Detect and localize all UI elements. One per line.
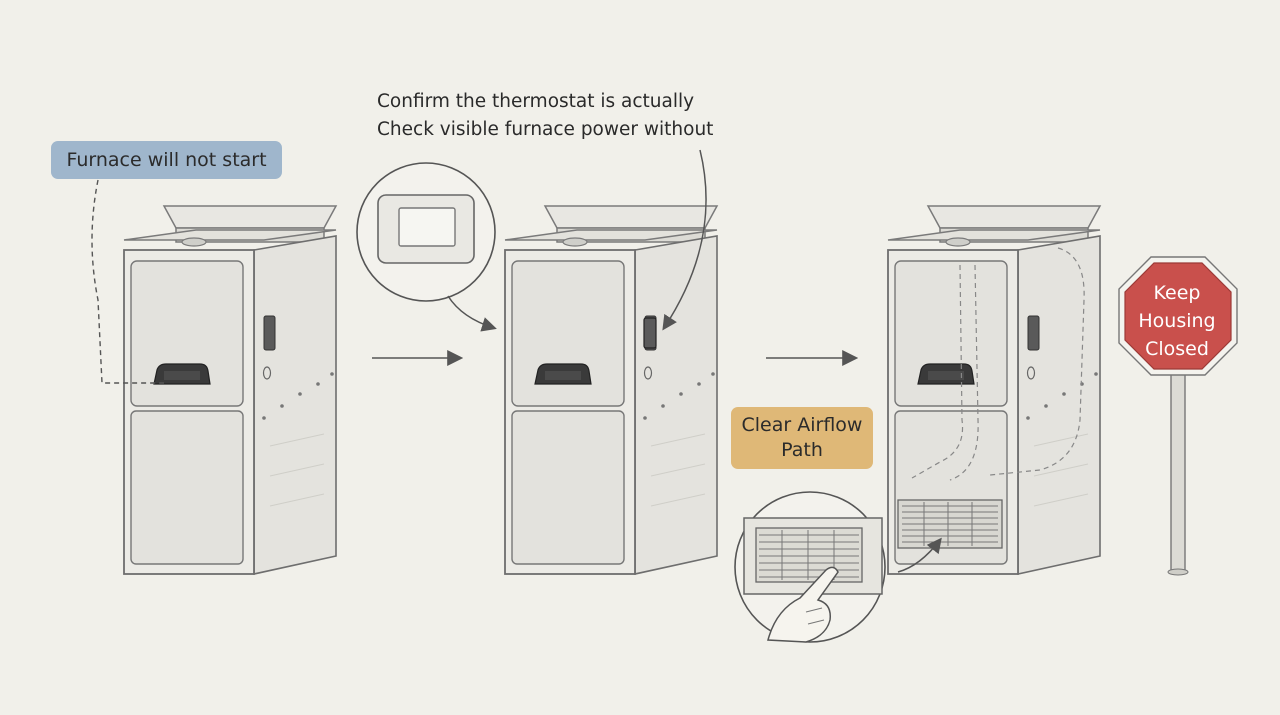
stop-sign-icon <box>1118 256 1238 576</box>
furnace-fault-text: Furnace will not start <box>66 148 267 171</box>
stop-line-1: Keep <box>1153 282 1201 304</box>
furnace-grille <box>897 499 1003 549</box>
pointing-hand-icon <box>767 566 839 643</box>
airflow-line-1: Clear Airflow <box>741 414 863 437</box>
fault-leader-line <box>91 179 164 384</box>
caption-line-1: Confirm the thermostat is actually <box>377 91 695 112</box>
airflow-line-2: Path <box>781 439 823 461</box>
airflow-label: Clear Airflow Path <box>731 407 873 469</box>
thermostat-icon <box>377 194 475 264</box>
caption-line-2: Check visible furnace power without <box>377 119 714 140</box>
vent-arrow <box>897 537 942 573</box>
thermostat-arrow <box>447 295 497 332</box>
stop-line-3: Closed <box>1145 338 1209 360</box>
airflow-path <box>911 247 1085 481</box>
furnace-fault-label: Furnace will not start <box>51 141 282 179</box>
stop-line-2: Housing <box>1138 310 1216 332</box>
furnace-step-2-icon <box>504 205 718 575</box>
furnace-step-1-icon <box>123 205 337 575</box>
stop-sign-text: Keep Housing Closed <box>1122 273 1232 369</box>
air-vent-icon <box>743 517 883 595</box>
step-2-caption: Confirm the thermostat is actually Check… <box>377 88 777 144</box>
power-switch-icon <box>643 317 657 349</box>
power-arrow <box>662 149 707 331</box>
